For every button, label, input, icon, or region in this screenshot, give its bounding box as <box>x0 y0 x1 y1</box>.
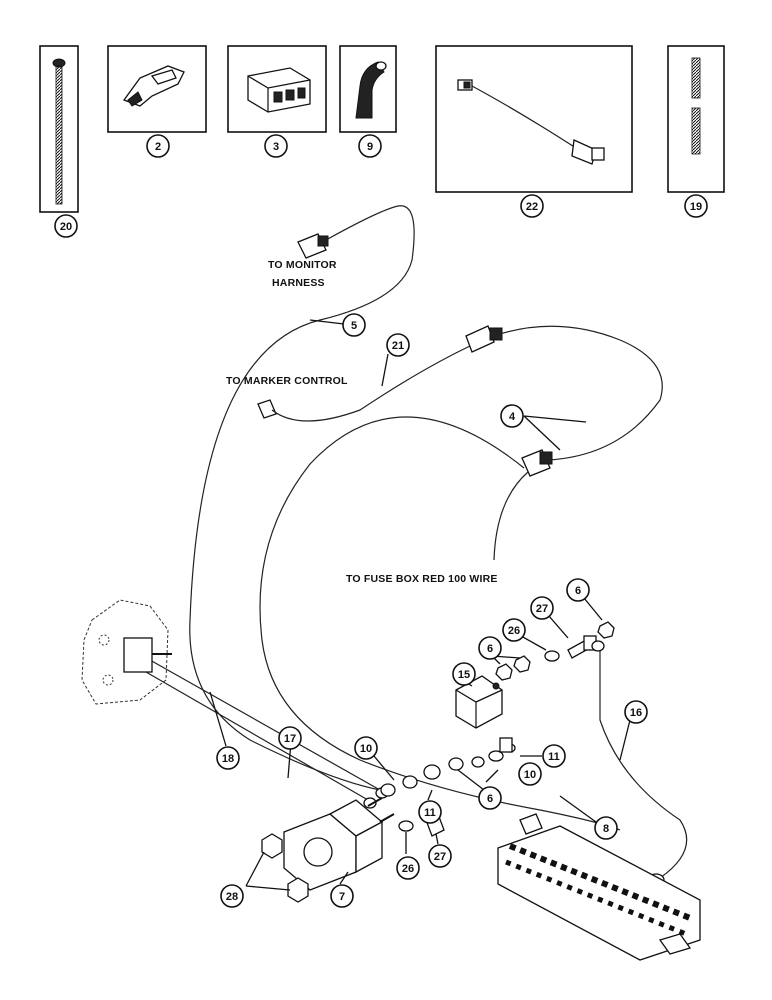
label-to-fuse-box: TO FUSE BOX RED 100 WIRE <box>346 573 498 585</box>
inset-box-terminal <box>107 45 207 133</box>
svg-text:6: 6 <box>487 643 493 655</box>
svg-text:5: 5 <box>351 320 357 332</box>
svg-text:3: 3 <box>273 141 279 153</box>
callout-6-middle: 6 <box>478 636 502 660</box>
label-to-marker-control: TO MARKER CONTROL <box>226 375 348 387</box>
svg-text:11: 11 <box>548 751 560 763</box>
svg-text:19: 19 <box>690 201 702 213</box>
svg-text:6: 6 <box>575 585 581 597</box>
svg-text:18: 18 <box>222 753 234 765</box>
harness-wire-marker <box>257 325 663 461</box>
inset-box-cable-tie <box>39 45 79 213</box>
nuts-28 <box>261 833 309 903</box>
svg-text:17: 17 <box>284 733 296 745</box>
hardware-nuts-washers <box>380 621 615 837</box>
callout-11-left: 11 <box>418 800 442 824</box>
svg-text:8: 8 <box>603 823 609 835</box>
inset-box-jumper-wire <box>435 45 633 193</box>
svg-text:2: 2 <box>155 141 161 153</box>
fuse-terminal-strip <box>497 813 701 961</box>
svg-text:15: 15 <box>458 669 470 681</box>
svg-text:9: 9 <box>367 141 373 153</box>
harness-wire-fuse <box>259 416 621 831</box>
callout-26-lower: 26 <box>396 856 420 880</box>
callout-2: 2 <box>146 134 170 158</box>
callout-4: 4 <box>500 404 524 428</box>
callout-10-left: 10 <box>354 736 378 760</box>
callout-11-right: 11 <box>542 744 566 768</box>
inset-box-connector-housing <box>227 45 327 133</box>
svg-text:11: 11 <box>424 807 436 819</box>
circuit-breaker <box>455 675 503 729</box>
callout-21: 21 <box>386 333 410 357</box>
svg-text:21: 21 <box>392 340 404 352</box>
callout-3: 3 <box>264 134 288 158</box>
callout-27-lower: 27 <box>428 844 452 868</box>
mounting-bracket <box>81 599 172 705</box>
svg-text:6: 6 <box>487 793 493 805</box>
svg-text:27: 27 <box>434 851 446 863</box>
svg-text:20: 20 <box>60 221 72 233</box>
harness-wire-monitor <box>189 205 415 791</box>
callout-15: 15 <box>452 662 476 686</box>
callout-19: 19 <box>684 194 708 218</box>
svg-text:7: 7 <box>339 891 345 903</box>
callout-5: 5 <box>342 313 366 337</box>
svg-text:27: 27 <box>536 603 548 615</box>
callout-7: 7 <box>330 884 354 908</box>
label-harness: HARNESS <box>272 277 325 289</box>
solenoid <box>283 797 395 891</box>
svg-text:26: 26 <box>402 863 414 875</box>
svg-text:10: 10 <box>524 769 536 781</box>
callout-18: 18 <box>216 746 240 770</box>
svg-text:22: 22 <box>526 201 538 213</box>
callout-6-lower: 6 <box>478 786 502 810</box>
callout-28: 28 <box>220 884 244 908</box>
svg-text:28: 28 <box>226 891 238 903</box>
inset-box-boot <box>339 45 397 133</box>
callout-6-upper-right: 6 <box>566 578 590 602</box>
callout-17: 17 <box>278 726 302 750</box>
callout-27-upper: 27 <box>530 596 554 620</box>
svg-text:4: 4 <box>509 411 516 423</box>
svg-text:26: 26 <box>508 625 520 637</box>
inset-box-sleeves <box>667 45 725 193</box>
svg-text:16: 16 <box>630 707 642 719</box>
callout-10-right: 10 <box>518 762 542 786</box>
callout-20: 20 <box>54 214 78 238</box>
callout-9: 9 <box>358 134 382 158</box>
callout-22: 22 <box>520 194 544 218</box>
callout-16: 16 <box>624 700 648 724</box>
svg-text:10: 10 <box>360 743 372 755</box>
callout-8: 8 <box>594 816 618 840</box>
label-to-monitor: TO MONITOR <box>268 259 337 271</box>
callout-26-upper: 26 <box>502 618 526 642</box>
